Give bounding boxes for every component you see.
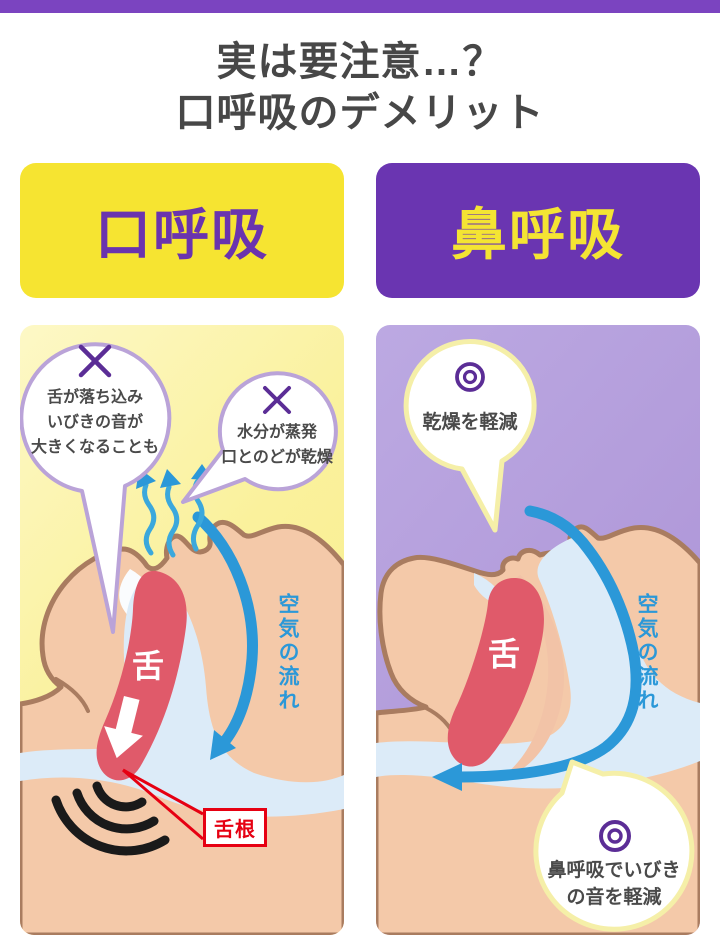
page-title-line1: 実は要注意…？ <box>216 39 504 84</box>
sound-waves-icon <box>51 781 170 856</box>
page-title: 実は要注意…？ 口呼吸のデメリット <box>0 13 720 163</box>
airflow-arrowhead <box>432 763 462 791</box>
tongue-root-leader-lines <box>122 768 204 841</box>
airflow-label: 空気の流れ <box>276 593 299 713</box>
nose-breathing-header: 鼻呼吸 <box>376 163 700 298</box>
nose-breathing-panel: 乾燥を軽減 鼻呼吸でいびき の音を軽減 舌 空気の流れ <box>376 325 700 935</box>
bubble-dry-text: 水分が蒸発 口とのどが乾燥 <box>221 424 333 466</box>
tongue-root-label: 舌根 <box>203 808 267 847</box>
double-circle-icon <box>599 820 631 852</box>
tongue-drop-arrow-icon <box>104 696 143 759</box>
airflow-arrow <box>192 511 258 747</box>
nose-breathing-illustration <box>376 325 700 935</box>
top-accent-bar <box>0 0 720 13</box>
mouth-breathing-panel: 舌が落ち込み いびきの音が 大きくなることも 水分が蒸発 口とのどが乾燥 舌 舌… <box>20 325 344 935</box>
speech-bubble-dry <box>181 371 338 504</box>
page-title-line2: 口呼吸のデメリット <box>175 91 545 135</box>
airflow-label: 空気の流れ <box>635 593 658 713</box>
speech-bubble-snore <box>533 759 695 932</box>
double-circle-icon <box>455 362 485 392</box>
column-headers: 口呼吸 鼻呼吸 <box>20 163 700 298</box>
x-mark-icon <box>263 386 291 414</box>
bubble-tongue-text: 舌が落ち込み いびきの音が 大きくなることも <box>30 389 159 456</box>
speech-bubble-dry <box>403 339 537 533</box>
bubble-snore-text: 鼻呼吸でいびき の音を軽減 <box>547 860 681 908</box>
jaw-crease-line <box>54 677 90 713</box>
airflow-arrowhead <box>210 730 236 760</box>
tongue-shape <box>447 578 544 767</box>
x-mark-icon <box>78 344 112 378</box>
palate-shade-shape <box>502 575 565 777</box>
airflow-arrow <box>454 505 642 783</box>
tongue-label: 舌 <box>131 648 164 684</box>
tongue-label: 舌 <box>487 636 520 672</box>
bubble-dry-text: 乾燥を軽減 <box>422 412 518 433</box>
mouth-breathing-header: 口呼吸 <box>20 163 344 298</box>
